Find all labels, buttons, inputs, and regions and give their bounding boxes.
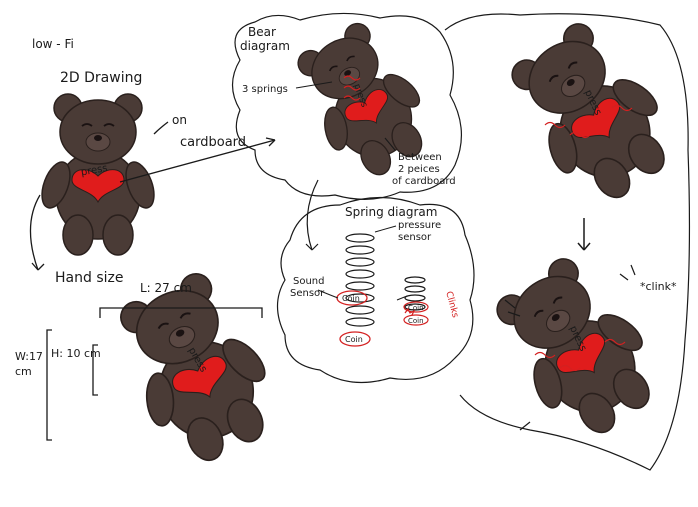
label-cardboard: cardboard bbox=[180, 135, 246, 150]
sketch-label: Coin bbox=[408, 317, 424, 325]
label-bear-diagram-2: diagram bbox=[240, 39, 290, 53]
label-clinks: Clinks bbox=[443, 290, 460, 319]
label-between-3: of cardboard bbox=[392, 176, 456, 187]
sketch-label: Coin bbox=[345, 335, 363, 344]
title-lowfi: low - Fi bbox=[32, 37, 74, 51]
arrow-to-spring-diagram bbox=[306, 179, 319, 251]
spring-marks-top-right bbox=[544, 104, 633, 139]
label-clink-sfx: *clink* bbox=[640, 280, 677, 293]
label-sound-1: Sound bbox=[293, 276, 325, 287]
right-frame bbox=[444, 13, 691, 471]
bear-diagram-cloud bbox=[231, 12, 463, 200]
motion-lines bbox=[504, 264, 636, 431]
label-spring-diagram: Spring diagram bbox=[345, 205, 437, 219]
label-hand-size: Hand size bbox=[55, 270, 123, 286]
label-between-1: Between bbox=[398, 152, 442, 163]
label-on: on bbox=[172, 113, 187, 127]
length-bracket bbox=[99, 307, 263, 318]
heart-label-2d: press bbox=[80, 163, 108, 178]
label-between-2: 2 peices bbox=[398, 164, 440, 175]
coin-marker-2 bbox=[339, 331, 371, 347]
label-pressure-2: sensor bbox=[398, 232, 432, 243]
label-three-springs: 3 springs bbox=[242, 84, 288, 95]
label-length: L: 27 cm bbox=[140, 281, 192, 295]
coin-marker-3 bbox=[403, 301, 429, 313]
arrow-to-hand-size bbox=[29, 194, 41, 271]
label-sound-2: Sensor bbox=[290, 288, 325, 299]
sketch-label: Coin bbox=[408, 304, 424, 312]
label-2d-drawing: 2D Drawing bbox=[60, 70, 142, 86]
spring-diagram-cloud bbox=[276, 196, 475, 384]
label-pressure-1: pressure bbox=[398, 220, 441, 231]
label-width-w: W:17 bbox=[15, 350, 43, 363]
spring-marks-bottom-right bbox=[534, 338, 626, 372]
width-bracket bbox=[46, 329, 52, 441]
coin-marker-4 bbox=[403, 314, 429, 326]
springs-red-marks bbox=[343, 75, 361, 101]
sketch-label: Coin bbox=[342, 294, 360, 303]
label-width-cm: cm bbox=[15, 365, 32, 378]
height-bracket bbox=[92, 344, 98, 396]
clink-star bbox=[404, 307, 416, 316]
spring-coil-large bbox=[345, 233, 375, 327]
arrow-to-on bbox=[153, 121, 169, 135]
label-bear-diagram-1: Bear bbox=[248, 25, 276, 39]
label-height: H: 10 cm bbox=[51, 347, 101, 360]
